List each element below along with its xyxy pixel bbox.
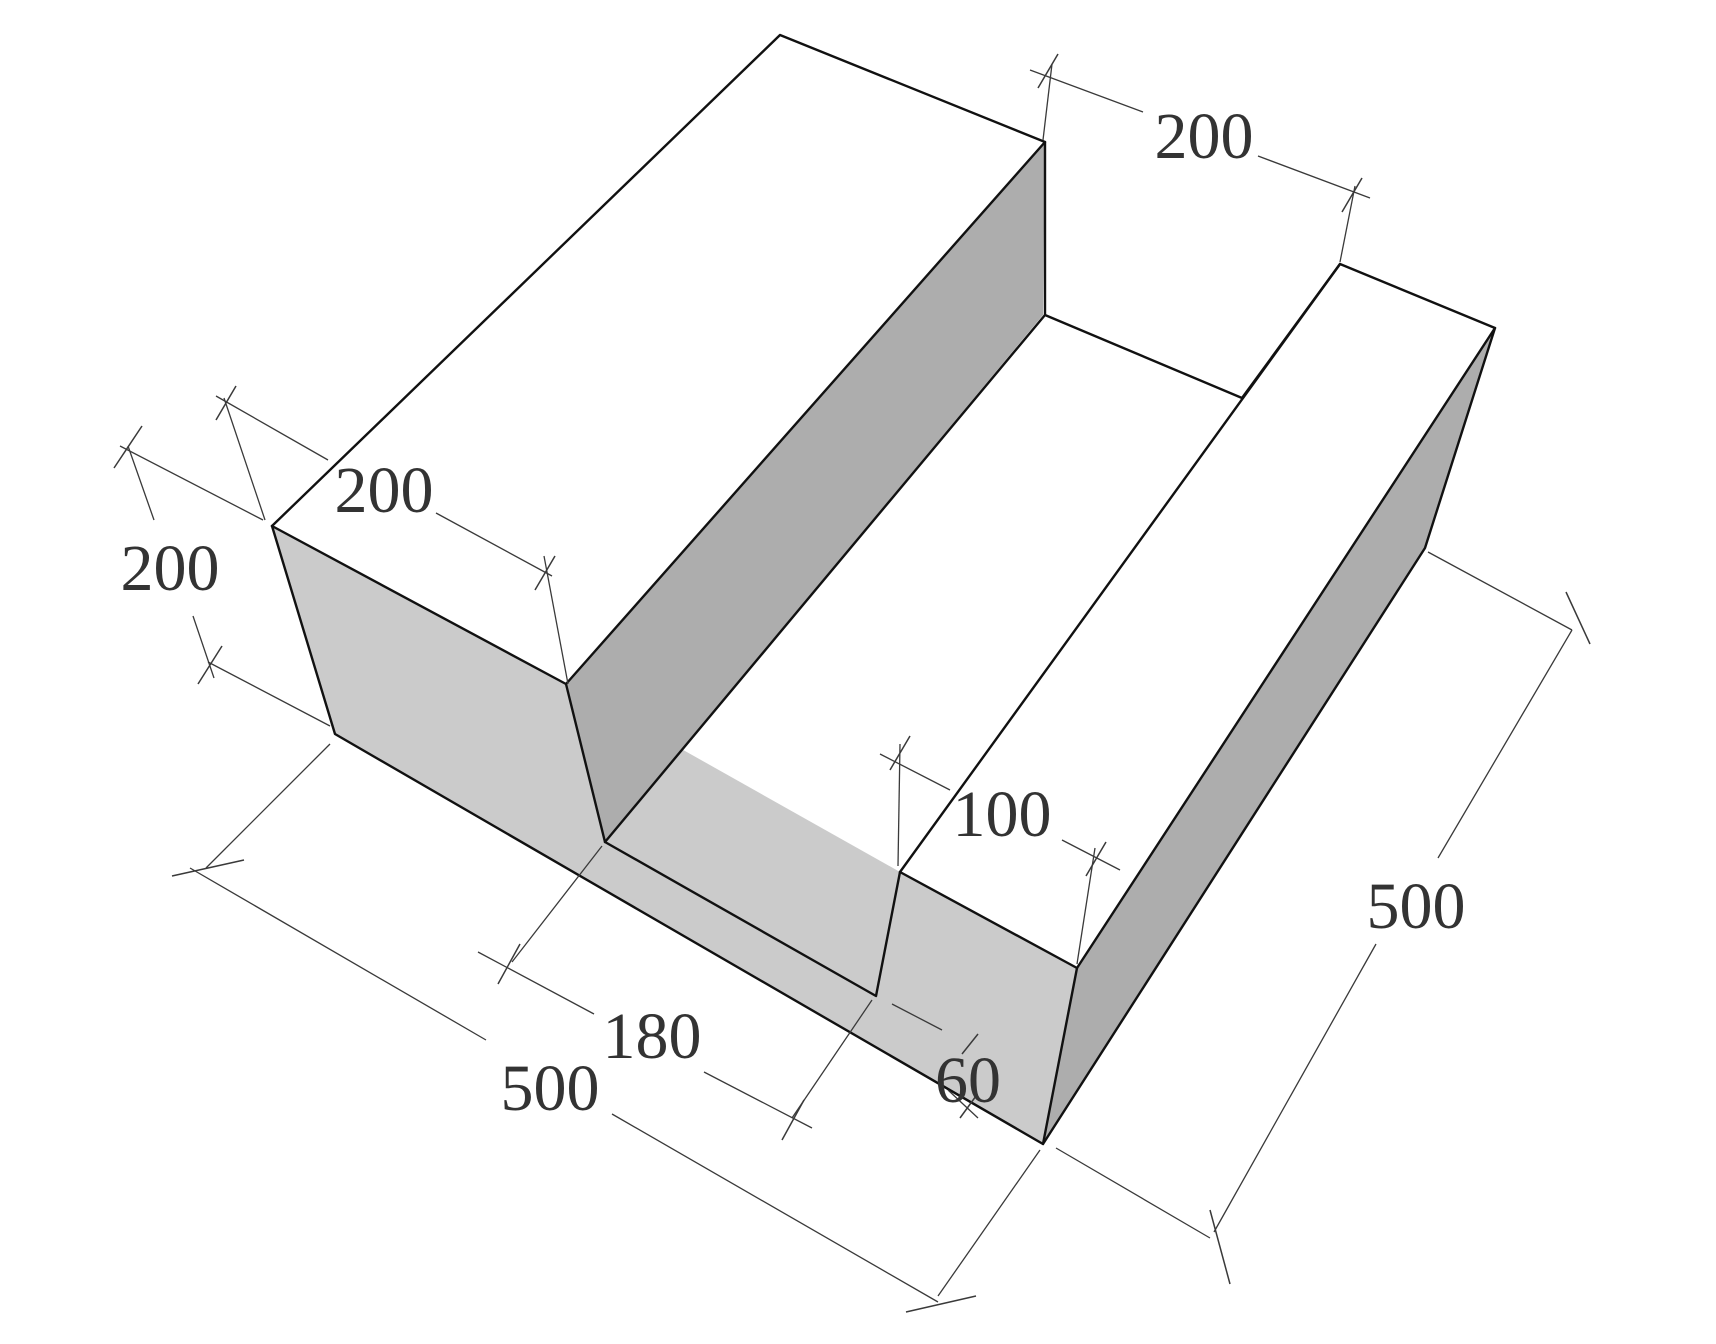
dim-line: [543, 555, 569, 685]
dim-tick: [171, 859, 245, 877]
groove-floor-edge: [603, 262, 1342, 998]
dim-line: [1061, 839, 1121, 871]
dim-tick: [1085, 841, 1107, 877]
dim-line: [937, 1149, 1041, 1297]
right-block-vertical-edge: [1041, 966, 1079, 1146]
dim-tick: [959, 1095, 977, 1119]
dim-line: [1076, 847, 1096, 965]
dim-line: [205, 743, 331, 869]
groove-floor: [605, 315, 1242, 872]
right-block-side-face: [1043, 328, 1495, 1144]
dim-line: [189, 867, 487, 1041]
dim-tick: [1209, 1209, 1231, 1285]
dim-line: [1339, 185, 1356, 263]
right-block-top-face: [900, 264, 1495, 968]
dim-line: [1055, 1147, 1211, 1239]
dim-line: [223, 397, 266, 521]
dimension-lines: [113, 53, 1591, 1313]
dim-line: [215, 395, 329, 461]
dim-line: [511, 845, 603, 963]
dim-tick: [215, 385, 237, 421]
dim-tick: [1565, 591, 1591, 645]
dim-line: [891, 1003, 943, 1031]
base-front-face: [272, 526, 1077, 1144]
dim-line: [1213, 943, 1377, 1233]
solid-faces: [272, 35, 1495, 1144]
dim-tick: [1037, 53, 1059, 89]
dim-label-groove-width: 180: [603, 1000, 702, 1073]
dim-tick: [113, 425, 143, 469]
dim-line: [703, 1071, 813, 1129]
dim-tick: [497, 943, 521, 985]
left-block-side-face: [566, 142, 1045, 842]
dim-label-inset: 60: [935, 1044, 1001, 1117]
dim-line: [1029, 69, 1144, 113]
dim-line: [1427, 551, 1573, 631]
dim-line: [1042, 63, 1053, 141]
object-edges: [270, 33, 1497, 1146]
dim-tick: [781, 1099, 805, 1141]
dim-label-total-depth: 500: [1367, 870, 1466, 943]
dim-label-total-width: 500: [501, 1052, 600, 1125]
dim-tick: [1341, 177, 1363, 213]
dim-line: [611, 1113, 939, 1303]
dim-line: [1257, 155, 1371, 199]
dim-label-step-height: 100: [953, 778, 1052, 851]
dim-line: [477, 951, 595, 1015]
dim-tick: [197, 645, 223, 685]
dim-tick: [534, 555, 556, 591]
dim-line: [119, 445, 264, 521]
dim-line: [192, 615, 215, 679]
dim-line: [435, 512, 553, 577]
dim-line: [1437, 629, 1573, 859]
dim-tick: [905, 1295, 977, 1313]
dim-line: [207, 661, 331, 727]
dim-label-left-block-width: 200: [335, 454, 434, 527]
dim-label-right-block-width: 200: [1155, 100, 1254, 173]
dim-label-left-block-height: 200: [121, 532, 220, 605]
dim-line: [947, 1089, 979, 1119]
dim-line: [127, 445, 155, 521]
dim-line: [897, 743, 901, 867]
dim-line: [791, 999, 873, 1119]
dim-line: [879, 753, 951, 791]
left-block-top-face: [272, 35, 1045, 684]
dim-tick: [961, 1033, 979, 1055]
dim-tick: [889, 735, 911, 771]
dimension-labels: 200 200 200 100 180 60 500 500: [121, 100, 1466, 1125]
